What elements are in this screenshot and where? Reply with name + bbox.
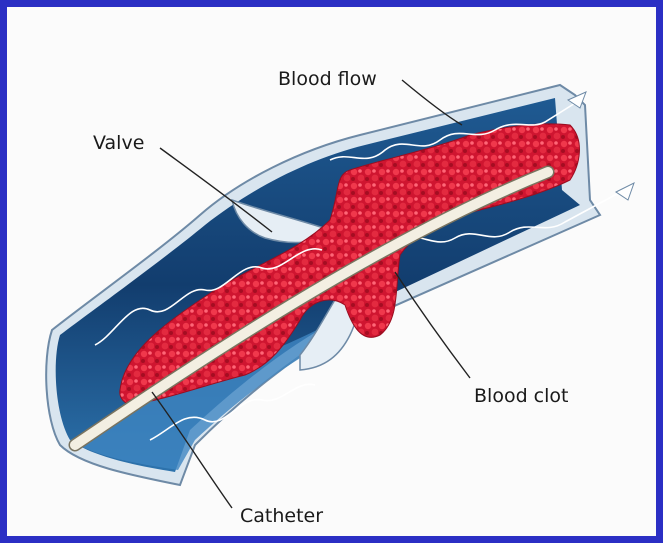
label-catheter: Catheter <box>240 505 323 527</box>
label-blood-clot: Blood clot <box>474 385 568 407</box>
label-blood-flow: Blood flow <box>278 68 377 90</box>
flow-arrow-lower <box>616 183 634 200</box>
label-valve: Valve <box>93 132 144 154</box>
